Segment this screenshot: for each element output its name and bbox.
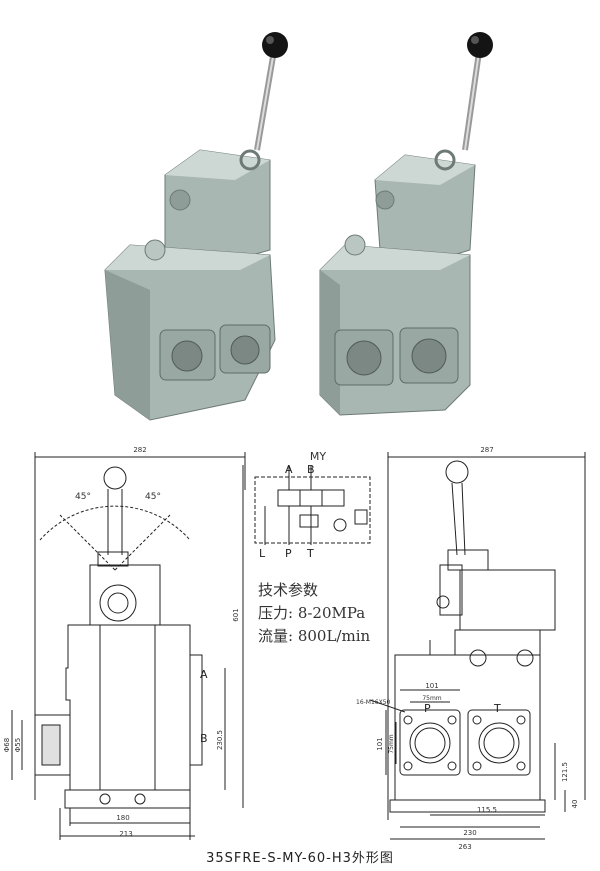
- hydraulic-schematic: [254, 466, 371, 545]
- specs-pressure: 压力: 8-20MPa: [258, 604, 365, 622]
- right-elevation-drawing: [369, 452, 586, 840]
- schematic-name: MY: [310, 450, 326, 463]
- specs-heading: 技术参数: [258, 581, 318, 599]
- port-t-label: T: [493, 702, 501, 715]
- knob-icon: [467, 32, 493, 58]
- dim-121-5: 121.5: [561, 762, 569, 782]
- port-p-label: P: [424, 702, 431, 715]
- schematic-port-p: P: [285, 547, 292, 560]
- dim-75-h: 75mm: [422, 695, 441, 702]
- dim-101-h: 101: [425, 682, 438, 690]
- product-photo: [104, 32, 493, 421]
- schematic-port-b: B: [307, 463, 315, 476]
- dim-282: 282: [133, 446, 146, 454]
- dim-180: 180: [116, 814, 129, 822]
- bolt-spec-label: 16-M16X50: [356, 699, 391, 706]
- valve-photo-left: [104, 32, 288, 421]
- dim-phi55: Φ55: [14, 738, 22, 752]
- angle-right-label: 45°: [145, 492, 161, 502]
- dim-40: 40: [571, 800, 579, 809]
- dim-115-5: 115.5: [477, 806, 497, 814]
- dim-287: 287: [480, 446, 493, 454]
- dim-75-v: 75mm: [388, 734, 395, 753]
- dim-601: 601: [232, 608, 240, 621]
- dim-phi68: Φ68: [3, 738, 11, 752]
- dim-263: 263: [458, 843, 471, 851]
- dim-213: 213: [119, 830, 132, 838]
- left-elevation-drawing: [11, 452, 246, 840]
- schematic-port-t: T: [306, 547, 314, 560]
- angle-left-label: 45°: [75, 492, 91, 502]
- schematic-port-l: L: [259, 547, 266, 560]
- valve-photo-right: [319, 32, 493, 416]
- specs-flow: 流量: 800L/min: [258, 627, 370, 645]
- knob-icon: [262, 32, 288, 58]
- dim-230: 230: [463, 829, 476, 837]
- dim-230-5: 230.5: [216, 730, 224, 750]
- dim-101-v: 101: [376, 737, 384, 750]
- drawing-title: 35SFRE-S-MY-60-H3外形图: [206, 851, 394, 866]
- port-a-label: A: [200, 668, 208, 681]
- schematic-port-a: A: [285, 463, 293, 476]
- port-b-label: B: [200, 732, 208, 745]
